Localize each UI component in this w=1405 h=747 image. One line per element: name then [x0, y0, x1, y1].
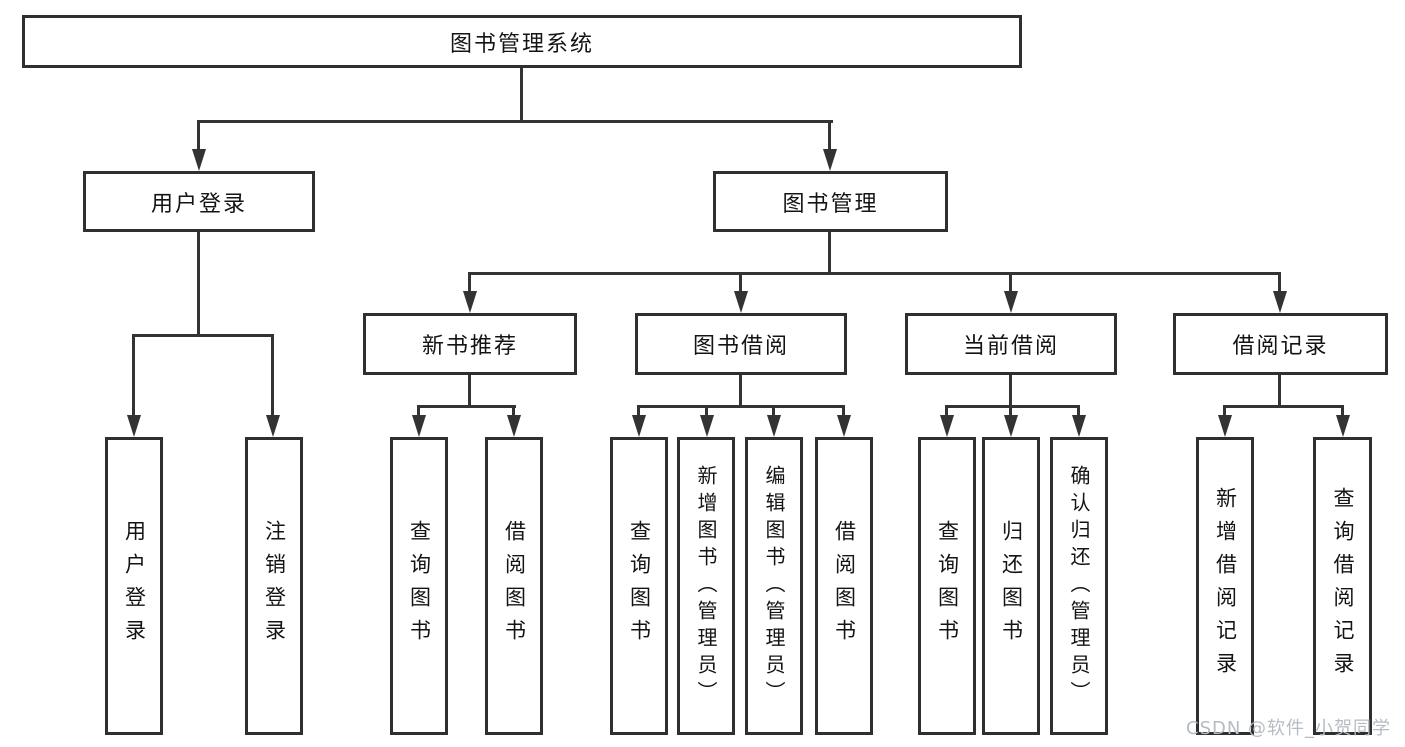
connector-to-new-books — [468, 272, 471, 292]
connector-current-borrow-stem — [1009, 375, 1012, 408]
arrowhead-to-new-books — [463, 291, 477, 313]
leaf-logout: 注销登录 — [245, 437, 303, 735]
leaf-br-query-borrow-record: 查询借阅记录 — [1313, 437, 1372, 735]
connector-cb-return — [1009, 405, 1012, 417]
connector-bb-edit — [772, 405, 775, 417]
arrowhead-nb-borrow — [507, 415, 521, 437]
connector-root-stem — [520, 68, 523, 122]
connector-br-query — [1341, 405, 1344, 417]
node-root: 图书管理系统 — [22, 15, 1022, 68]
connector-new-books-split — [417, 405, 516, 408]
arrowhead-to-current-borrow — [1004, 291, 1018, 313]
leaf-nb-borrow-books: 借阅图书 — [485, 437, 543, 735]
connector-book-mgmt-split — [468, 272, 1281, 275]
arrowhead-bb-borrow — [837, 415, 851, 437]
connector-user-login-stem — [197, 232, 200, 336]
arrowhead-br-query — [1336, 415, 1350, 437]
connector-book-mgmt-stem — [828, 232, 831, 274]
connector-current-borrow-split — [945, 405, 1080, 408]
connector-to-leaf-user-login — [132, 334, 135, 416]
connector-to-current-borrow — [1009, 272, 1012, 292]
connector-to-borrow-records — [1278, 272, 1281, 292]
arrowhead-to-borrow-records — [1273, 291, 1287, 313]
node-new-book-recommendation: 新书推荐 — [363, 313, 577, 375]
connector-to-book-management — [828, 120, 831, 150]
connector-borrow-records-split — [1223, 405, 1344, 408]
arrowhead-cb-query — [940, 415, 954, 437]
leaf-bb-add-book-admin: 新增图书（管理员） — [677, 437, 735, 735]
node-book-borrowing: 图书借阅 — [635, 313, 847, 375]
arrowhead-to-leaf-logout — [266, 415, 280, 437]
connector-book-borrow-split — [637, 405, 845, 408]
connector-level1-split — [197, 120, 833, 123]
connector-user-login-split — [132, 334, 274, 337]
connector-to-leaf-logout — [271, 334, 274, 416]
leaf-cb-confirm-return-admin: 确认归还（管理员） — [1050, 437, 1108, 735]
leaf-cb-query-books: 查询图书 — [918, 437, 976, 735]
leaf-br-add-borrow-record: 新增借阅记录 — [1196, 437, 1254, 735]
connector-nb-borrow — [512, 405, 515, 417]
arrowhead-to-user-login — [192, 149, 206, 171]
arrowhead-bb-edit — [767, 415, 781, 437]
connector-br-add — [1223, 405, 1226, 417]
connector-cb-confirm — [1077, 405, 1080, 417]
connector-to-user-login — [197, 120, 200, 150]
connector-cb-query — [945, 405, 948, 417]
connector-new-books-stem — [468, 375, 471, 408]
arrowhead-cb-confirm — [1072, 415, 1086, 437]
node-borrowing-records: 借阅记录 — [1173, 313, 1388, 375]
watermark-csdn: CSDN @软件_小贺同学 — [1186, 718, 1392, 739]
leaf-nb-query-books: 查询图书 — [390, 437, 448, 735]
node-user-login: 用户登录 — [83, 171, 315, 232]
arrowhead-to-leaf-user-login — [127, 415, 141, 437]
connector-bb-query — [637, 405, 640, 417]
connector-to-book-borrow — [739, 272, 742, 292]
connector-bb-borrow — [842, 405, 845, 417]
arrowhead-bb-add — [700, 415, 714, 437]
arrowhead-to-book-management — [823, 149, 837, 171]
arrowhead-to-book-borrow — [734, 291, 748, 313]
leaf-cb-return-books: 归还图书 — [982, 437, 1040, 735]
node-current-borrowing: 当前借阅 — [905, 313, 1117, 375]
leaf-bb-borrow-books: 借阅图书 — [815, 437, 873, 735]
node-book-management: 图书管理 — [713, 171, 948, 232]
arrowhead-br-add — [1218, 415, 1232, 437]
connector-bb-add — [705, 405, 708, 417]
arrowhead-cb-return — [1004, 415, 1018, 437]
leaf-bb-edit-book-admin: 编辑图书（管理员） — [745, 437, 803, 735]
arrowhead-nb-query — [412, 415, 426, 437]
arrowhead-bb-query — [632, 415, 646, 437]
leaf-user-login: 用户登录 — [105, 437, 163, 735]
leaf-bb-query-books: 查询图书 — [610, 437, 668, 735]
connector-nb-query — [417, 405, 420, 417]
connector-borrow-records-stem — [1278, 375, 1281, 408]
connector-book-borrow-stem — [739, 375, 742, 408]
